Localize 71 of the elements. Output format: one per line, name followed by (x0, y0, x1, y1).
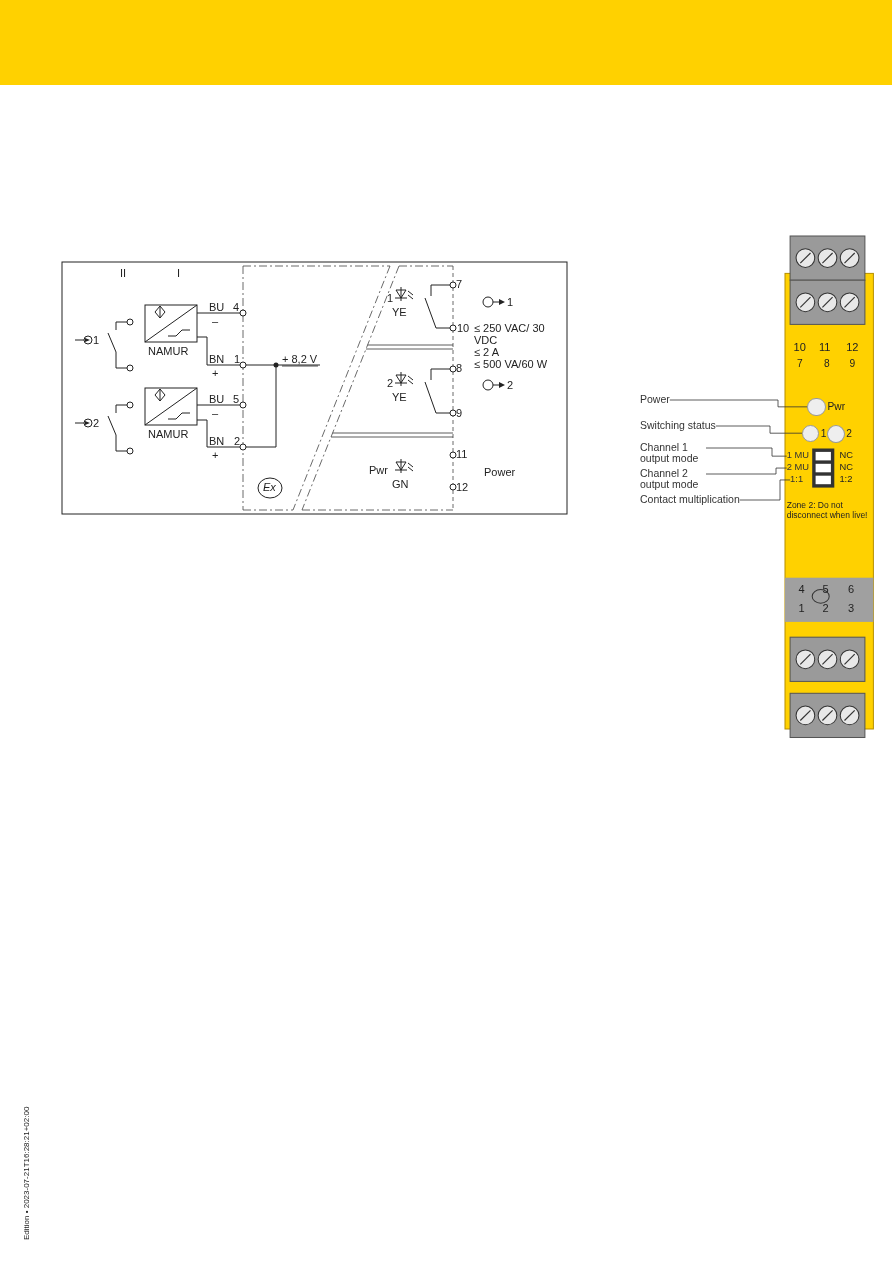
label-text: NC (839, 450, 853, 461)
label-text: 9 (849, 358, 856, 370)
leader-line (705, 447, 788, 457)
label-text: – (212, 315, 219, 328)
label-text: 10 (793, 341, 806, 354)
callout-text: Contact multiplication (640, 494, 740, 505)
label-text: 7 (796, 358, 803, 370)
callout-text: Power (640, 394, 670, 405)
callout-text: Switching status (640, 420, 716, 431)
label-text: 2 (387, 377, 394, 390)
label-text: 10 (457, 322, 470, 335)
label-text: 7 (456, 278, 463, 291)
label-text: – (212, 407, 219, 420)
label-text: + (212, 367, 219, 380)
leader-line (739, 479, 791, 501)
label-text: 1 (387, 292, 394, 305)
leader-line (715, 425, 803, 434)
label-text: 5 (233, 393, 240, 406)
label-text: NAMUR (148, 345, 189, 358)
label-text: 8 (824, 358, 830, 370)
label-text: BN (209, 435, 225, 448)
switch-label: 1 MU (786, 450, 809, 463)
label-text: 5 (822, 582, 829, 595)
label-text: 9 (456, 407, 463, 420)
label-text: 2 (846, 428, 852, 440)
label-text: 2 (507, 379, 514, 392)
label-text: NAMUR (148, 428, 189, 441)
zone-marker: II (120, 267, 127, 280)
label-text: 11 (819, 341, 831, 354)
label-text: 2 (822, 601, 829, 614)
label-text: Pwr (827, 400, 846, 413)
ex-symbol-text: Ex (263, 481, 276, 494)
label-text: 1:2 (839, 474, 853, 485)
label-text: + (212, 449, 219, 462)
label-text: YE (392, 391, 407, 404)
label-text: 4 (798, 582, 805, 595)
label-text: Power (484, 466, 516, 479)
label-text: Pwr (369, 464, 388, 477)
label-text: 2 (93, 417, 100, 430)
label-text: NC (839, 462, 853, 473)
label-text: ≤ 250 VAC/ 30 VDC (474, 322, 546, 347)
label-text: 1 (93, 334, 100, 347)
label-text: 4 (233, 301, 240, 314)
label-text: 1 (820, 428, 827, 440)
label-text: 11 (456, 448, 468, 461)
label-text: BN (209, 353, 225, 366)
label-text: 12 (456, 481, 469, 494)
leader-line (705, 467, 788, 475)
switch-label: 2 MU (786, 462, 809, 474)
zone-marker: I (177, 267, 181, 280)
callout-text: Channel 2 output mode (640, 468, 706, 490)
label-text: 1 (507, 296, 514, 309)
label-text: 2 (234, 435, 241, 448)
label-text: GN (392, 478, 409, 491)
label-text: 1 (798, 601, 805, 614)
label-text: ≤ 500 VA/60 W (474, 358, 548, 371)
callout-text: Channel 1 output mode (640, 442, 706, 464)
label-text: YE (392, 306, 407, 319)
label-text: 8 (456, 362, 463, 375)
label-text: 6 (847, 582, 855, 595)
label-text: 3 (847, 601, 855, 614)
warning-text: Zone 2: Do not disconnect when live! (786, 501, 869, 520)
edition-text: Edition • 2023-07-21T16:28:21+02:00 (23, 1106, 32, 1240)
label-text: BU (209, 393, 225, 406)
leader-line (669, 399, 808, 408)
label-text: + 8,2 V (282, 353, 318, 366)
label-text: BU (209, 301, 225, 314)
label-text: ≤ 2 A (474, 346, 499, 359)
label-text: 12 (846, 341, 859, 354)
switch-label: 1:1 (790, 474, 804, 486)
label-text: 1 (234, 353, 241, 366)
